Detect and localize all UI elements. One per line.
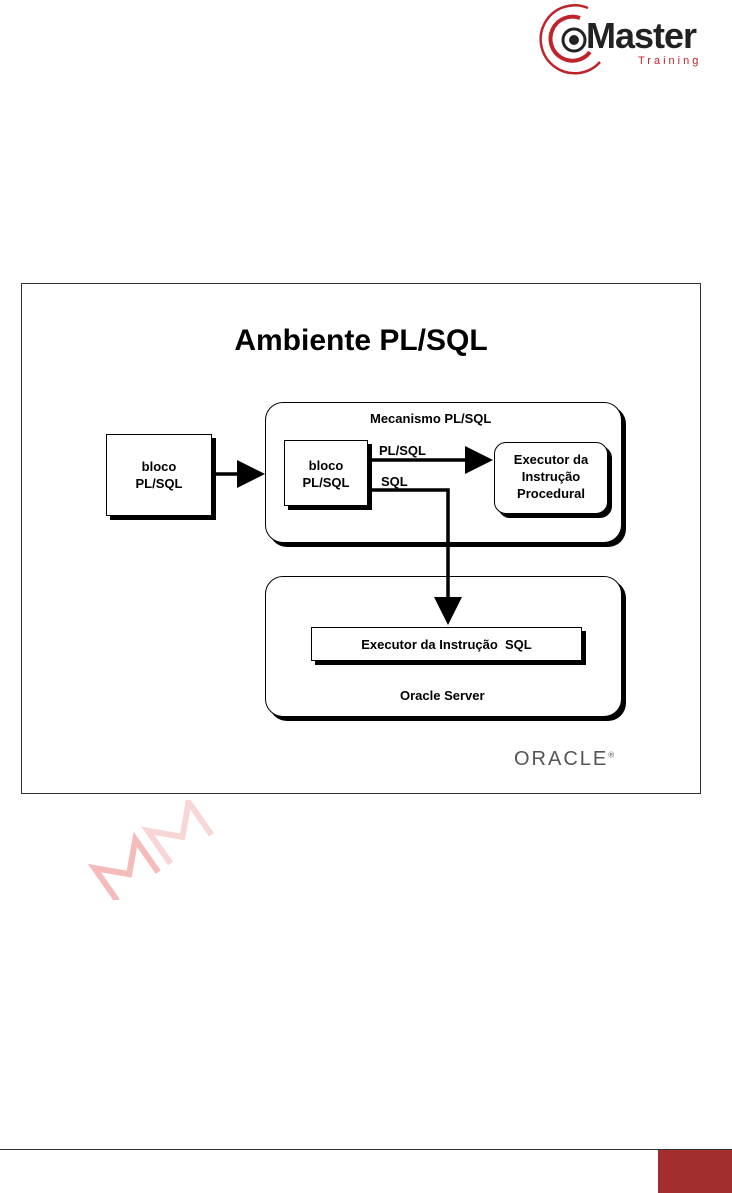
- arrow-label-sql: SQL: [381, 474, 408, 489]
- master-training-logo: Master Training: [528, 0, 728, 82]
- arrow-label-plsql: PL/SQL: [379, 443, 426, 458]
- logo-subtitle: Training: [638, 55, 702, 67]
- procedural-executor-label: Executor da Instrução Procedural: [513, 452, 589, 501]
- outer-plsql-block-label: bloco PL/SQL: [135, 459, 183, 491]
- watermark-logo: [87, 800, 214, 900]
- slide-title: Ambiente PL/SQL: [234, 324, 488, 357]
- sql-executor-label: Executor da Instrução SQL: [361, 637, 532, 652]
- sql-executor-box: Executor da Instrução SQL: [311, 627, 582, 661]
- diagram-slide: Ambiente PL/SQL Mecanismo PL/SQL bloco P…: [21, 283, 701, 794]
- inner-plsql-block: bloco PL/SQL: [284, 440, 368, 506]
- plsql-engine-label: Mecanismo PL/SQL: [370, 411, 492, 426]
- flow-arrows: [214, 446, 493, 625]
- procedural-executor-box: Executor da Instrução Procedural: [494, 442, 608, 514]
- oracle-logo: ORACLE®: [514, 748, 615, 770]
- logo-word: Master: [586, 15, 697, 56]
- outer-plsql-block: bloco PL/SQL: [106, 434, 212, 516]
- target-icon: [539, 4, 601, 75]
- inner-plsql-block-label: bloco PL/SQL: [302, 458, 350, 490]
- page-number-box: [658, 1150, 732, 1193]
- arrow-sql-to-executor: [370, 488, 462, 625]
- footer-divider: [0, 1149, 732, 1150]
- oracle-server-label: Oracle Server: [400, 688, 485, 703]
